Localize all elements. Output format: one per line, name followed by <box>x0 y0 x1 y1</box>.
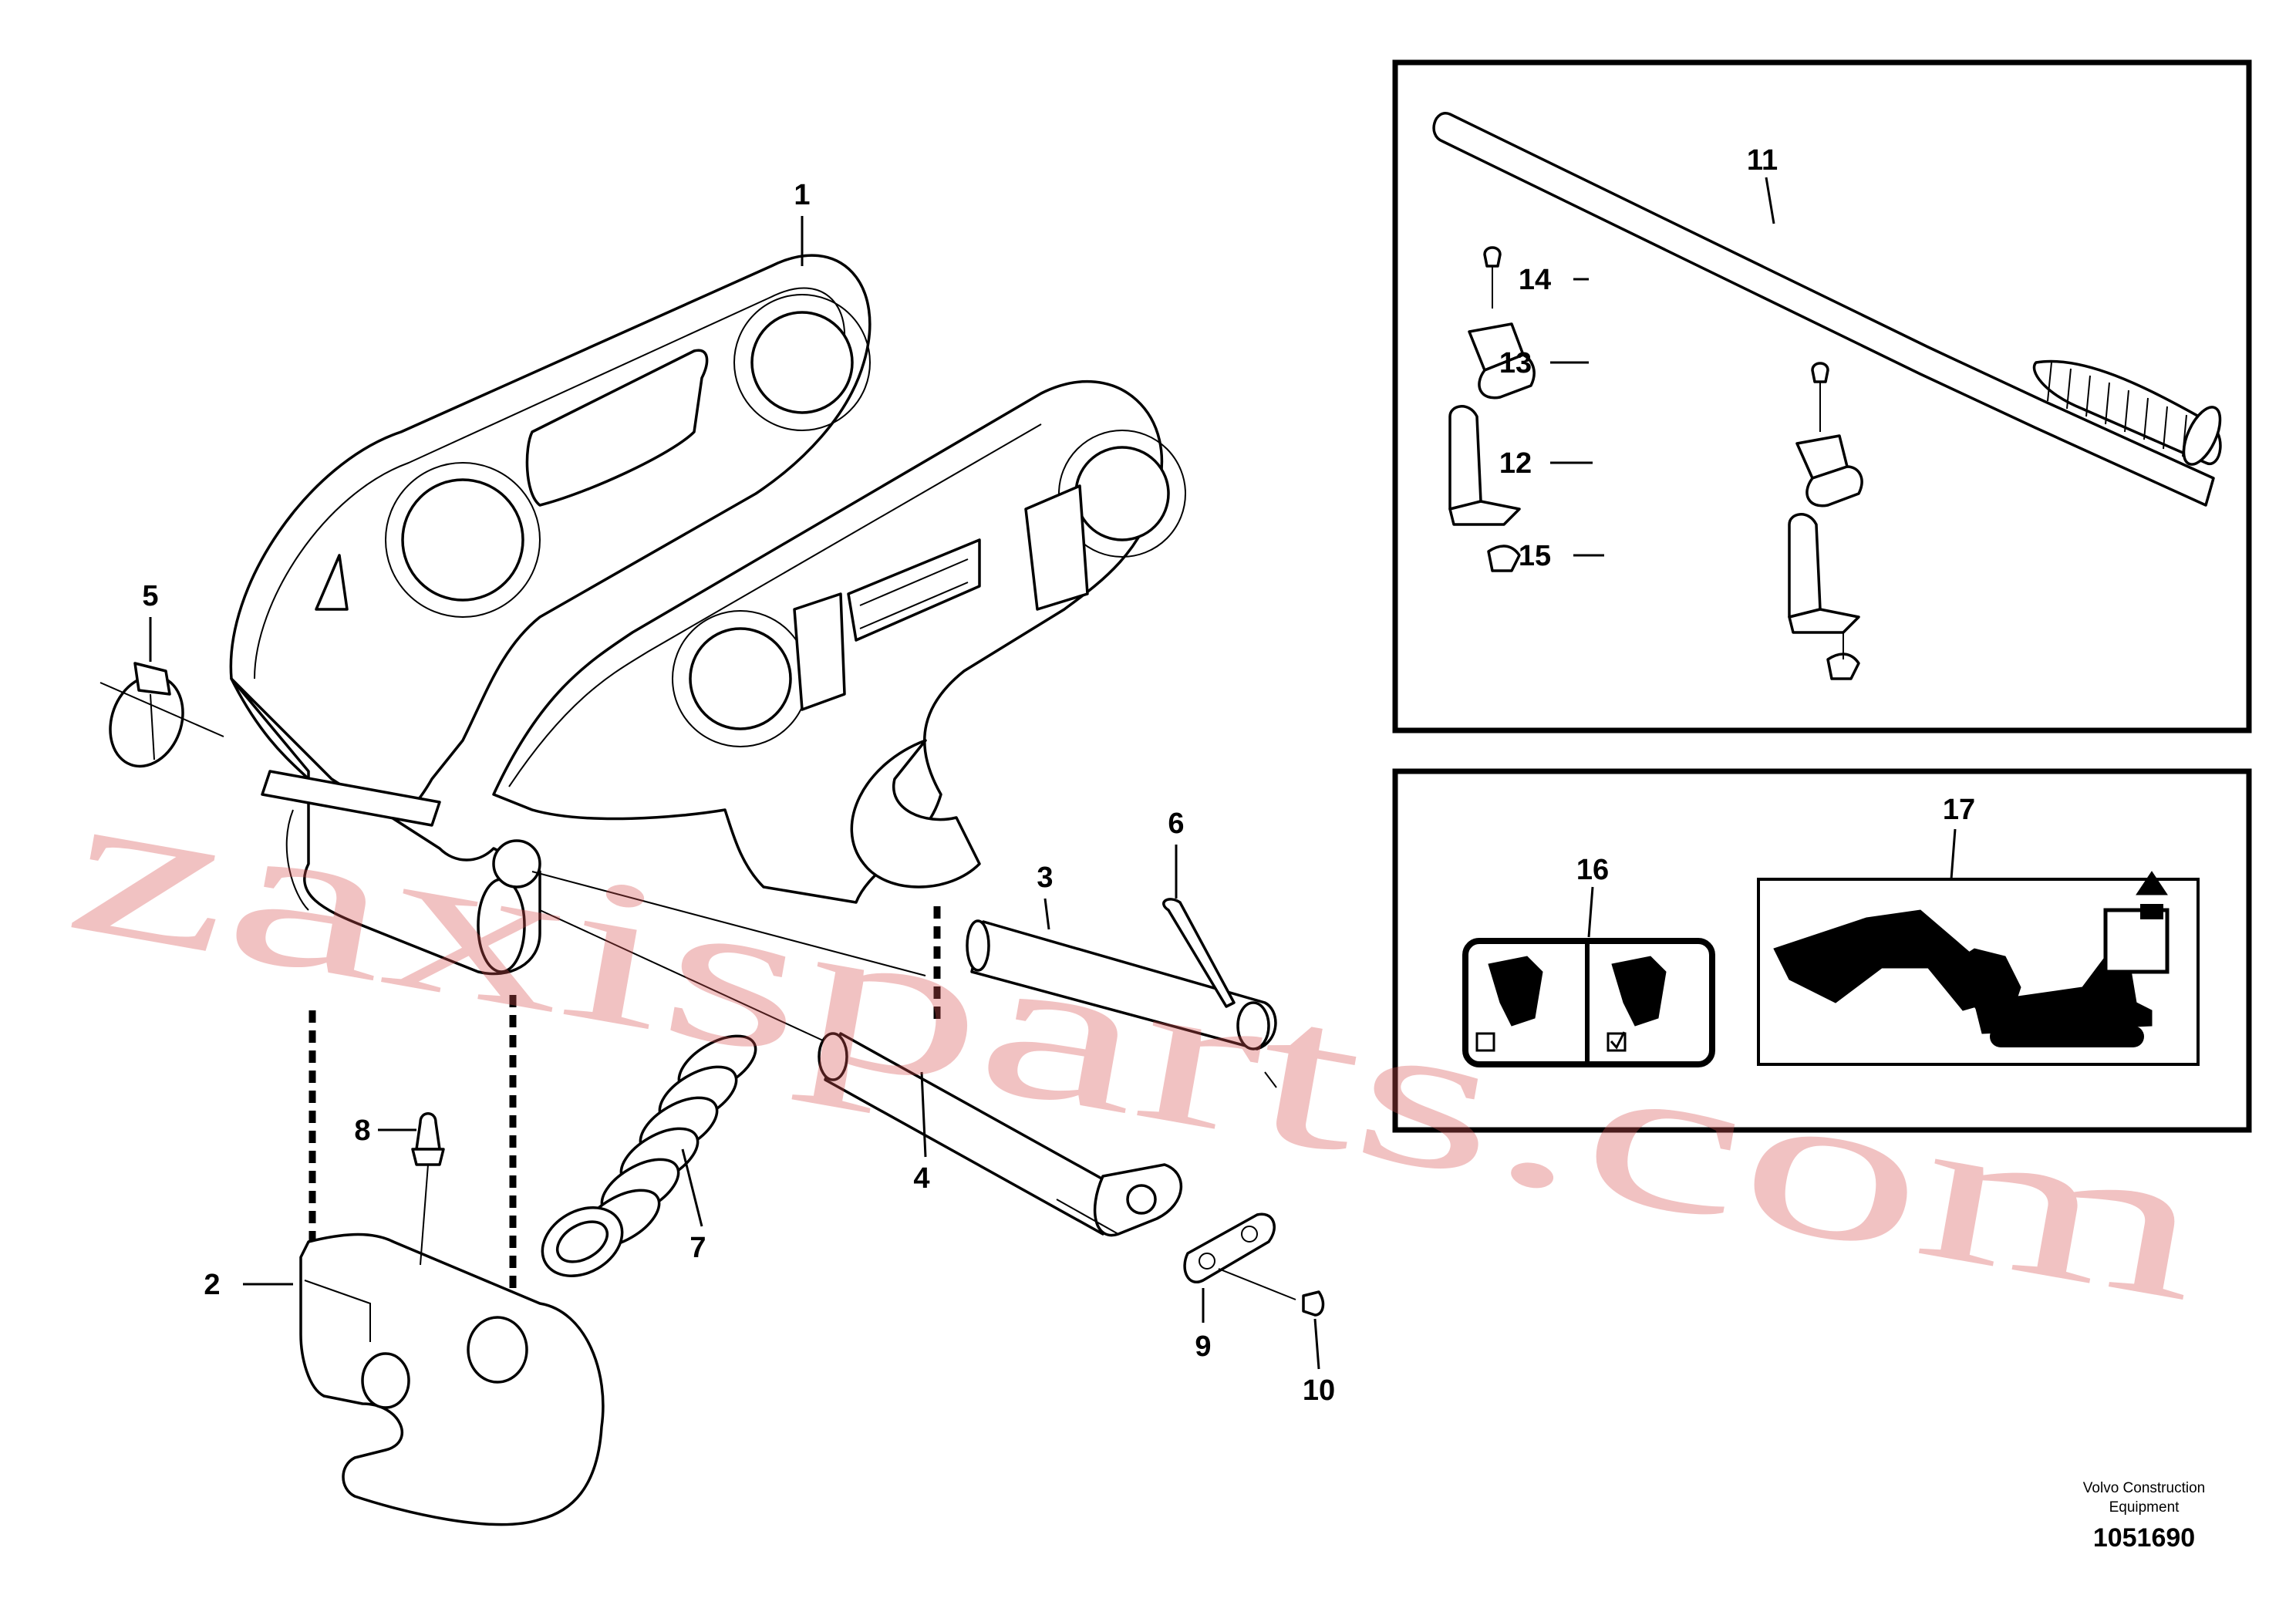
callout-17: 17 <box>1943 794 1975 826</box>
decal-16 <box>1462 938 1715 1067</box>
grease-nipple <box>411 1112 445 1266</box>
locking-hook <box>299 1233 605 1526</box>
retaining-plate <box>1183 1212 1296 1300</box>
reference-number: 1051690 <box>2093 1523 2195 1553</box>
callout-8: 8 <box>354 1114 370 1147</box>
callout-6: 6 <box>1168 808 1184 840</box>
caption: Volvo Construction Equipment 1051690 <box>2083 1480 2205 1553</box>
inset-frame-decals <box>1392 768 2252 1133</box>
spring-pin <box>1162 898 1236 1008</box>
callout-1: 1 <box>794 179 810 211</box>
callout-3: 3 <box>1037 862 1053 894</box>
callout-11: 11 <box>1747 144 1778 177</box>
callouts: 1 2 3 4 5 6 7 8 9 10 11 12 13 14 15 16 1… <box>142 144 1975 1407</box>
spring <box>541 1034 757 1277</box>
holder-group-left <box>1448 246 1536 572</box>
callout-2: 2 <box>204 1269 220 1301</box>
callout-14: 14 <box>1519 264 1551 296</box>
callout-15: 15 <box>1519 540 1551 572</box>
decal-17 <box>1757 871 2200 1066</box>
callout-10: 10 <box>1303 1374 1335 1407</box>
upper-pin <box>531 871 1277 1088</box>
holder-group-right <box>1788 362 1863 680</box>
inset-frame-lever <box>1392 59 2252 733</box>
callout-13: 13 <box>1499 347 1532 379</box>
linch-pin <box>99 662 224 768</box>
caption-line-2: Equipment <box>2109 1499 2180 1516</box>
lower-pin <box>539 909 1183 1237</box>
lever <box>1432 112 2222 507</box>
leader-lines <box>149 177 1957 1370</box>
caption-line-1: Volvo Construction <box>2083 1480 2205 1496</box>
callout-9: 9 <box>1195 1330 1211 1363</box>
coupler-frame <box>229 254 1186 976</box>
callout-4: 4 <box>913 1162 929 1195</box>
screw <box>1302 1290 1325 1317</box>
callout-16: 16 <box>1576 854 1609 886</box>
callout-5: 5 <box>142 580 158 612</box>
callout-7: 7 <box>689 1232 706 1264</box>
callout-12: 12 <box>1499 447 1532 480</box>
